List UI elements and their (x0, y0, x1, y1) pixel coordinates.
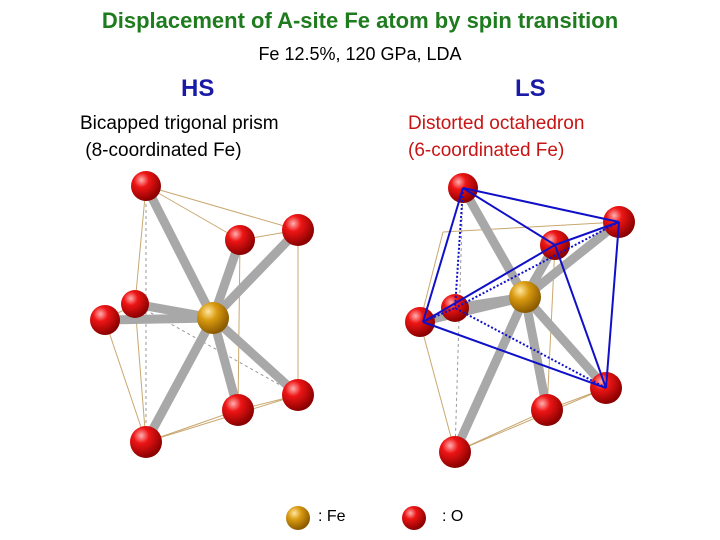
ls-structure (405, 173, 635, 468)
ls-octahedron-hidden-edges (422, 187, 620, 389)
hs-panel-label: HS (181, 75, 215, 102)
hs-iron-atom (197, 302, 229, 334)
hs-oxygen-atom (282, 214, 314, 246)
ls-oxygen-atom (439, 436, 471, 468)
ls-panel-label: LS (515, 75, 546, 102)
hs-oxygen-atom (121, 290, 149, 318)
hs-structure (90, 171, 314, 458)
hs-oxygen-atom (130, 426, 162, 458)
legend-o-swatch (402, 506, 426, 530)
hs-oxygen-atom (222, 394, 254, 426)
diagram-title: Displacement of A-site Fe atom by spin t… (101, 8, 619, 33)
ls-oxygen-atom (405, 307, 435, 337)
ls-iron-atom (509, 281, 541, 313)
hs-oxygen-atom (131, 171, 161, 201)
hs-oxygen-atom (225, 225, 255, 255)
hs-panel-description: Bicapped trigonal prism (8-coordinated F… (80, 113, 279, 161)
hs-oxygen-atom (90, 305, 120, 335)
hs-oxygen-atom (282, 379, 314, 411)
legend-fe-swatch (286, 506, 310, 530)
legend-fe-label: : Fe (318, 508, 346, 525)
legend-o-label: : O (442, 508, 464, 525)
ls-oxygen-atom (531, 394, 563, 426)
ls-octahedron-edges (422, 187, 620, 389)
ls-cell-edges (419, 221, 620, 453)
ls-panel-description: Distorted octahedron (6-coordinated Fe) (408, 113, 585, 161)
diagram-subtitle: Fe 12.5%, 120 GPa, LDA (258, 44, 462, 64)
